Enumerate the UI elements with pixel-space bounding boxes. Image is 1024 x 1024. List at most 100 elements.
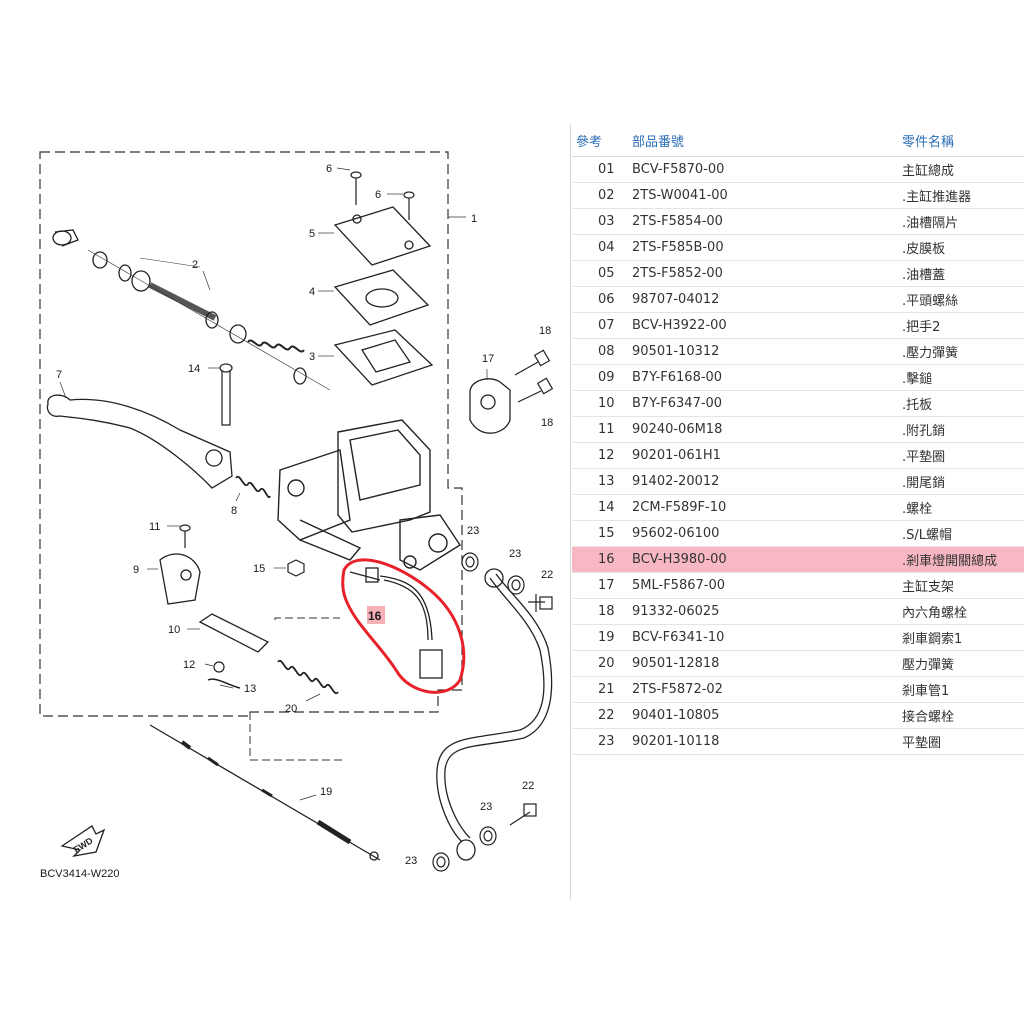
cell-name: .擊鎚 [902, 364, 1024, 391]
cell-ref: 02 [572, 182, 632, 209]
cell-name: .皮膜板 [902, 234, 1024, 261]
cell-part-no: BCV-H3922-00 [632, 312, 902, 339]
label-part-23c: 23 [480, 801, 492, 813]
cell-name: .S/L螺帽 [902, 520, 1024, 547]
label-part-9: 9 [133, 564, 139, 576]
label-part-4: 4 [309, 286, 315, 298]
cell-part-no: 2CM-F589F-10 [632, 494, 902, 521]
cell-ref: 19 [572, 624, 632, 651]
brake-hose [436, 568, 553, 861]
cell-part-no: 2TS-F5852-00 [632, 260, 902, 287]
cell-part-no: BCV-F5870-00 [632, 156, 902, 183]
cell-name: .開尾銷 [902, 468, 1024, 495]
header-ref: 參考 [572, 124, 632, 157]
cell-ref: 15 [572, 520, 632, 547]
cell-ref: 09 [572, 364, 632, 391]
label-part-23a: 23 [467, 525, 479, 537]
label-part-17: 17 [482, 353, 494, 365]
label-part-11: 11 [149, 521, 160, 533]
fwd-label: FWD [72, 835, 95, 855]
cotter-pin-icon [207, 678, 241, 689]
label-part-13: 13 [244, 683, 256, 695]
cell-name: .壓力彈簧 [902, 338, 1024, 365]
cell-name: .油槽隔片 [902, 208, 1024, 235]
diagram-code: BCV3414-W220 [40, 868, 120, 880]
cell-ref: 22 [572, 702, 632, 729]
label-part-6a: 6 [326, 163, 332, 175]
cell-part-no: 90201-061H1 [632, 442, 902, 469]
master-cylinder-bracket [469, 378, 511, 434]
pressure-spring [277, 659, 339, 695]
cell-ref: 20 [572, 650, 632, 677]
cell-ref: 23 [572, 728, 632, 755]
label-part-7: 7 [56, 369, 62, 381]
brake-lever [46, 394, 233, 489]
washer-icon [213, 661, 225, 673]
panel-divider [570, 124, 571, 900]
cell-name: 壓力彈簧 [902, 650, 1024, 677]
label-part-6b: 6 [375, 189, 381, 201]
cell-part-no: 95602-06100 [632, 520, 902, 547]
label-part-22a: 22 [541, 569, 553, 581]
fwd-arrow-icon: FWD [60, 825, 106, 858]
cell-part-no: 90501-12818 [632, 650, 902, 677]
label-part-18a: 18 [539, 325, 551, 337]
piston-assembly [52, 229, 307, 385]
union-bolt-icon [509, 594, 553, 826]
cell-part-no: 90501-10312 [632, 338, 902, 365]
reservoir-diaphragm [333, 329, 434, 386]
cell-part-no: B7Y-F6347-00 [632, 390, 902, 417]
cell-part-no: 2TS-F5854-00 [632, 208, 902, 235]
cell-ref: 13 [572, 468, 632, 495]
cell-ref: 06 [572, 286, 632, 313]
cell-name: .剎車燈開關總成 [902, 546, 1024, 573]
cell-ref: 01 [572, 156, 632, 183]
cell-part-no: 2TS-F585B-00 [632, 234, 902, 261]
table-header-row: 參考 部品番號 零件名稱 [572, 124, 1024, 157]
lever-spring [235, 475, 271, 499]
cell-part-no: 5ML-F5867-00 [632, 572, 902, 599]
label-part-2: 2 [192, 259, 198, 271]
highlight-label-box [367, 606, 385, 624]
label-part-22b: 22 [522, 780, 534, 792]
cell-ref: 04 [572, 234, 632, 261]
cell-part-no: 91332-06025 [632, 598, 902, 625]
highlight-circle [341, 558, 466, 694]
cell-name: 接合螺栓 [902, 702, 1024, 729]
label-part-19: 19 [320, 786, 332, 798]
label-part-1: 1 [471, 213, 477, 225]
hex-bolt-icon [514, 349, 554, 403]
master-cylinder-body [277, 419, 461, 571]
support-plate [198, 613, 270, 653]
cell-name: 剎車鋼索1 [902, 624, 1024, 651]
cell-ref: 03 [572, 208, 632, 235]
cell-part-no: 90401-10805 [632, 702, 902, 729]
cell-ref: 12 [572, 442, 632, 469]
label-part-10: 10 [168, 624, 180, 636]
